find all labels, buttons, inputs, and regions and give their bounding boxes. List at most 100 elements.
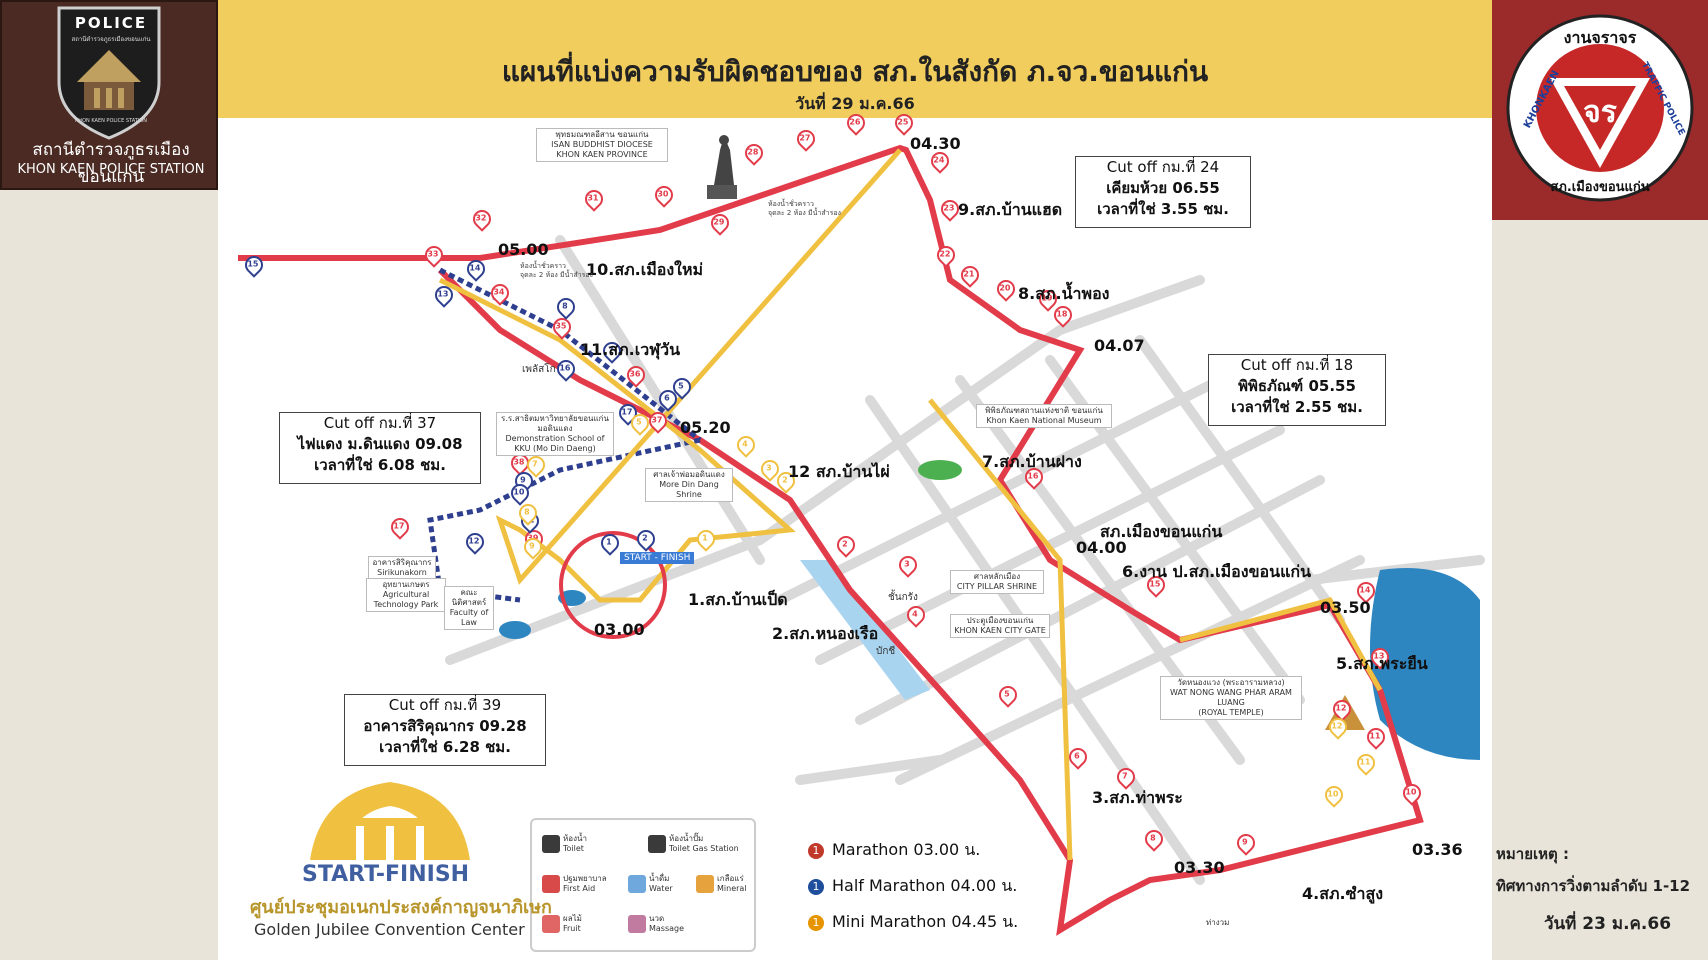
cutoff-location: ไฟแดง ม.ดินแดง 09.08 xyxy=(297,435,463,453)
amenity-icon xyxy=(628,915,646,933)
km-marker-label: 17 xyxy=(621,407,633,417)
time-label: 03.00 xyxy=(594,620,645,639)
km-marker-label: 29 xyxy=(713,217,725,227)
note-date: วันที่ 23 ม.ค.66 xyxy=(1544,914,1672,934)
amenity-legend-item: ผลไม้Fruit xyxy=(542,914,582,934)
km-marker-label: 3 xyxy=(904,559,910,569)
race-color-dot-icon: 1 xyxy=(808,842,824,859)
km-marker-label: 8 xyxy=(1150,833,1156,843)
amenity-icon xyxy=(696,875,714,893)
km-marker-label: 2 xyxy=(842,539,848,549)
time-label: 04.07 xyxy=(1094,336,1145,355)
cutoff-title: Cut off กม.ที่ 39 xyxy=(388,696,502,714)
km-marker-label: 27 xyxy=(799,133,811,143)
cutoff-box-km39: Cut off กม.ที่ 39 อาคารสิริคุณากร 09.28 … xyxy=(344,694,546,766)
km-marker-label: 25 xyxy=(897,117,909,127)
lake-shape xyxy=(1370,568,1480,760)
station-label-main: สภ.เมืองขอนแก่น xyxy=(1100,522,1223,541)
convention-center-logo-icon xyxy=(310,782,470,860)
km-marker-label: 33 xyxy=(427,249,439,259)
km-marker-label: 28 xyxy=(747,147,759,157)
canal-shape xyxy=(800,560,930,700)
amenity-icon xyxy=(648,835,666,853)
km-marker-label: 36 xyxy=(629,369,641,379)
km-marker-label: 38 xyxy=(513,457,525,467)
km-marker-label: 12 xyxy=(1335,703,1347,713)
cutoff-location: พิพิธภัณฑ์ 05.55 xyxy=(1238,377,1356,395)
km-marker-label: 6 xyxy=(1074,751,1080,761)
station-label-5: 5.สภ.พระยืน xyxy=(1336,654,1428,673)
km-marker-label: 26 xyxy=(849,117,861,127)
race-color-dot-icon: 1 xyxy=(808,878,824,895)
landmark-complex: เพลัสโก xyxy=(522,364,556,375)
station-label-4: 4.สภ.ซำสูง xyxy=(1302,884,1384,903)
police-badge-icon xyxy=(57,6,161,140)
km-marker-label: 9 xyxy=(1242,837,1248,847)
pond-shape xyxy=(499,621,531,639)
cutoff-duration: เวลาที่ใช่ 3.55 ชม. xyxy=(1097,200,1229,218)
start-finish-tag: START - FINISH xyxy=(620,552,695,564)
station-label-1: 1.สภ.บ้านเป็ด xyxy=(688,590,788,609)
race-legend-label: Marathon 03.00 น. xyxy=(832,840,981,859)
amenity-icon xyxy=(542,915,560,933)
traffic-emblem-mark: จร xyxy=(1583,95,1617,130)
cutoff-location: อาคารสิริคุณากร 09.28 xyxy=(363,717,527,735)
km-marker-label: 18 xyxy=(1056,309,1068,319)
cutoff-location: เคียมห้วย 06.55 xyxy=(1106,179,1220,197)
cutoff-duration: เวลาที่ใช่ 2.55 ชม. xyxy=(1231,398,1363,416)
time-label: 03.30 xyxy=(1174,858,1225,877)
km-marker-label: 16 xyxy=(559,363,571,373)
amenity-icon xyxy=(628,875,646,893)
station-label-11: 11.สภ.เวฬุวัน xyxy=(580,340,681,359)
km-marker-label: 7 xyxy=(1122,771,1128,781)
station-label-8: 8.สภ.น้ำพอง xyxy=(1018,284,1110,303)
km-marker-label: 13 xyxy=(437,289,449,299)
map-title: แผนที่แบ่งความรับผิดชอบของ สภ.ในสังกัด ภ… xyxy=(501,55,1209,88)
race-legend-label: Mini Marathon 04.45 น. xyxy=(832,912,1019,931)
cutoff-title: Cut off กม.ที่ 18 xyxy=(1240,356,1354,374)
police-logo: POLICE สถานีตำรวจภูธรเมืองขอนแก่น KHON K… xyxy=(0,0,218,190)
station-label-9: 9.สภ.บ้านแฮด xyxy=(958,200,1063,219)
station-label-3: 3.สภ.ท่าพระ xyxy=(1092,788,1183,807)
km-marker-label: 5 xyxy=(678,381,684,391)
km-marker-label: 22 xyxy=(939,249,951,259)
km-marker-label: 12 xyxy=(1331,721,1343,731)
station-label-6: 6.งาน ป.สภ.เมืองขอนแก่น xyxy=(1122,562,1311,581)
note-heading: หมายเหตุ : xyxy=(1496,845,1569,863)
amenity-icon xyxy=(542,835,560,853)
map-date: วันที่ 29 ม.ค.66 xyxy=(795,94,915,113)
time-label: 05.00 xyxy=(498,240,549,259)
km-marker-label: 14 xyxy=(1359,585,1371,595)
police-badge-subtext: สถานีตำรวจภูธรเมืองขอนแก่น xyxy=(71,36,151,43)
cutoff-title: Cut off กม.ที่ 37 xyxy=(323,414,437,432)
start-finish-marker xyxy=(559,531,667,639)
landmark-city-mark: ชั้นกรัง xyxy=(888,592,918,603)
mini-marathon-route xyxy=(438,148,1383,861)
landmark-exit-mark: ท่างวม xyxy=(1206,918,1230,927)
cutoff-box-km24: Cut off กม.ที่ 24 เคียมห้วย 06.55 เวลาที… xyxy=(1075,156,1251,228)
amenity-note: ห้องน้ำชั่วคราวจุดละ 2 ห้อง มีน้ำสำรอง xyxy=(768,200,841,217)
km-marker-label: 8 xyxy=(562,301,568,311)
km-marker-label: 15 xyxy=(247,259,259,269)
buddha-statue-icon xyxy=(707,135,737,199)
cutoff-title: Cut off กม.ที่ 24 xyxy=(1106,158,1220,176)
time-label: 05.20 xyxy=(680,418,731,437)
landmark-royal-temple: วัดหนองแวง (พระอารามหลวง)WAT NONG WANG P… xyxy=(1160,676,1302,720)
convention-center-english: Golden Jubilee Convention Center xyxy=(254,920,525,939)
cutoff-duration: เวลาที่ใช่ 6.28 ชม. xyxy=(379,738,511,756)
time-label: 03.36 xyxy=(1412,840,1463,859)
km-marker-label: 5 xyxy=(636,417,642,427)
road-network xyxy=(445,235,1485,885)
